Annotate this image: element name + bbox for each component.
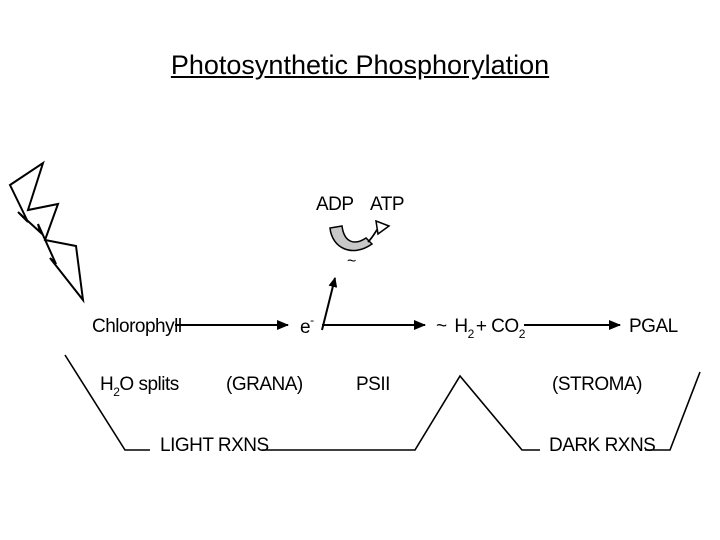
tilde-small: ~ — [347, 253, 356, 270]
chlorophyll-label: Chlorophyll — [92, 316, 182, 337]
curved-arrow-icon — [329, 219, 391, 252]
lightning-bolt-icon — [8, 160, 85, 304]
psii-label: PSII — [356, 374, 390, 395]
atp-label: ATP — [370, 194, 404, 215]
h2-co2-label: ~ H2+ CO2 — [436, 316, 526, 341]
page-title: Photosynthetic Phosphorylation — [170, 50, 550, 80]
light-reactions-bracket-right — [262, 374, 540, 451]
light-reactions-bracket — [64, 354, 150, 451]
dark-reactions-bracket-right — [645, 371, 701, 451]
stroma-label: (STROMA) — [552, 374, 642, 395]
h2o-splits-label: H2O splits — [100, 374, 179, 399]
electron-to-atp-arrow — [321, 277, 338, 331]
adp-label: ADP — [316, 194, 354, 215]
pgal-label: PGAL — [629, 316, 678, 337]
grana-label: (GRANA) — [226, 374, 303, 395]
dark-reactions-label: DARK RXNS — [549, 435, 655, 456]
light-reactions-label: LIGHT RXNS — [160, 435, 269, 456]
electron-label: e- — [300, 313, 314, 338]
